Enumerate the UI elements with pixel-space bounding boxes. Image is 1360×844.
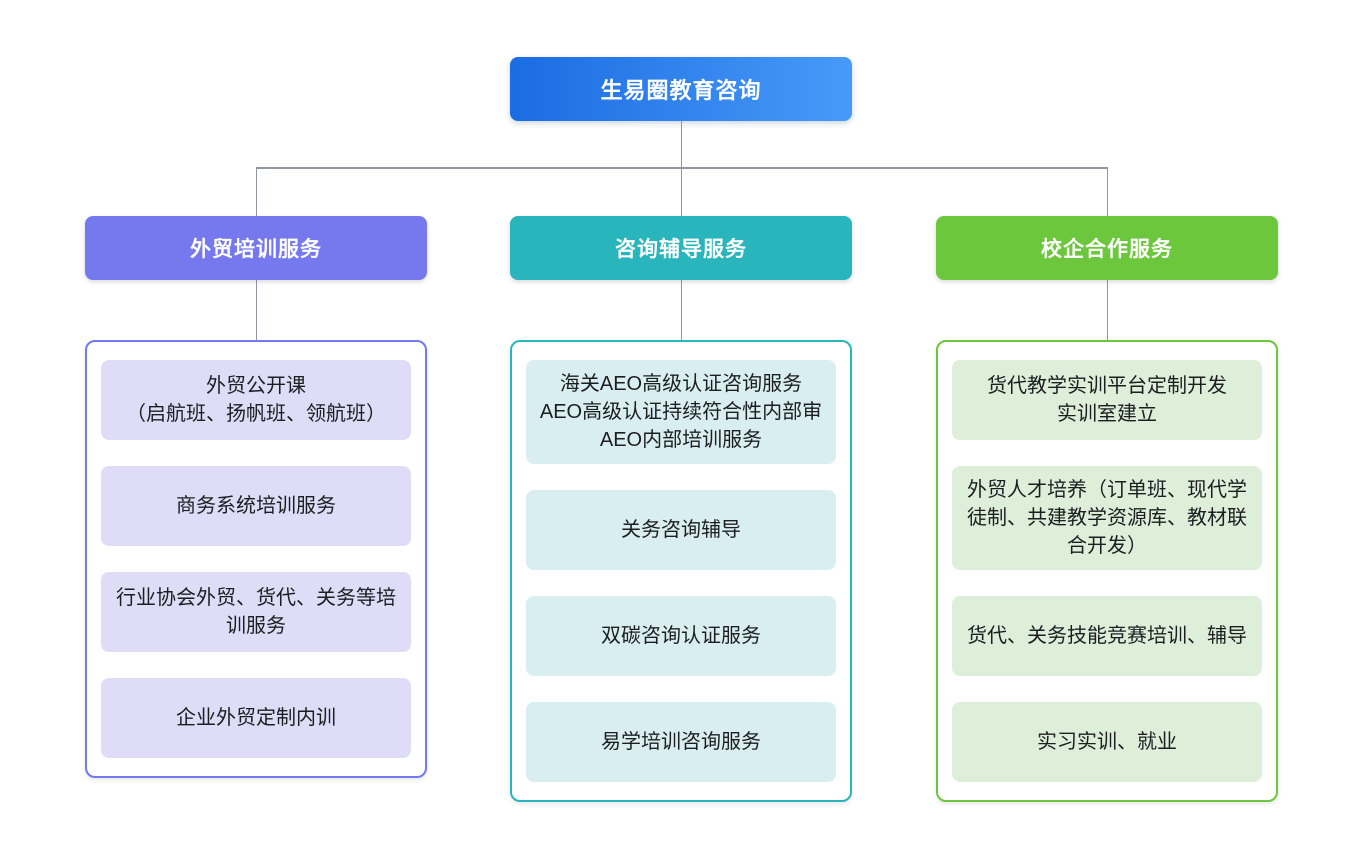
branch-item: 关务咨询辅导: [526, 490, 836, 570]
branch-item: 易学培训咨询服务: [526, 702, 836, 782]
branch-item: 实习实训、就业: [952, 702, 1262, 782]
branch-container: 外贸公开课 （启航班、扬帆班、领航班） 商务系统培训服务 行业协会外贸、货代、关…: [85, 340, 427, 778]
branch-header: 校企合作服务: [936, 216, 1278, 280]
connector-header-to-container: [1106, 280, 1108, 340]
branch-header-label: 外贸培训服务: [190, 238, 322, 261]
branch-header: 咨询辅导服务: [510, 216, 852, 280]
branch-item: 企业外贸定制内训: [101, 678, 411, 758]
branch-item: 外贸公开课 （启航班、扬帆班、领航班）: [101, 360, 411, 440]
branch-item: 行业协会外贸、货代、关务等培训服务: [101, 572, 411, 652]
branch-header-label: 校企合作服务: [1041, 238, 1173, 261]
branch-header-label: 咨询辅导服务: [615, 238, 747, 261]
branch-item: 海关AEO高级认证咨询服务 AEO高级认证持续符合性内部审 AEO内部培训服务: [526, 360, 836, 464]
branch-school-enterprise-cooperation: 校企合作服务 货代教学实训平台定制开发 实训室建立 外贸人才培养（订单班、现代学…: [936, 216, 1278, 802]
branch-item: 双碳咨询认证服务: [526, 596, 836, 676]
branch-container: 货代教学实训平台定制开发 实训室建立 外贸人才培养（订单班、现代学徒制、共建教学…: [936, 340, 1278, 802]
branch-item: 外贸人才培养（订单班、现代学徒制、共建教学资源库、教材联合开发）: [952, 466, 1262, 570]
connector-drop-right: [1106, 167, 1108, 216]
connector-header-to-container: [680, 280, 682, 340]
root-node: 生易圈教育咨询: [510, 57, 852, 121]
root-node-label: 生易圈教育咨询: [600, 78, 762, 103]
connector-header-to-container: [255, 280, 257, 340]
branch-item: 货代、关务技能竞赛培训、辅导: [952, 596, 1262, 676]
branch-item: 商务系统培训服务: [101, 466, 411, 546]
connector-root-trunk: [680, 121, 682, 168]
branch-container: 海关AEO高级认证咨询服务 AEO高级认证持续符合性内部审 AEO内部培训服务 …: [510, 340, 852, 802]
connector-drop-middle: [680, 167, 682, 216]
branch-foreign-trade-training: 外贸培训服务 外贸公开课 （启航班、扬帆班、领航班） 商务系统培训服务 行业协会…: [85, 216, 427, 778]
connector-drop-left: [255, 167, 257, 216]
branch-item: 货代教学实训平台定制开发 实训室建立: [952, 360, 1262, 440]
branch-header: 外贸培训服务: [85, 216, 427, 280]
branch-consulting-coaching: 咨询辅导服务 海关AEO高级认证咨询服务 AEO高级认证持续符合性内部审 AEO…: [510, 216, 852, 802]
